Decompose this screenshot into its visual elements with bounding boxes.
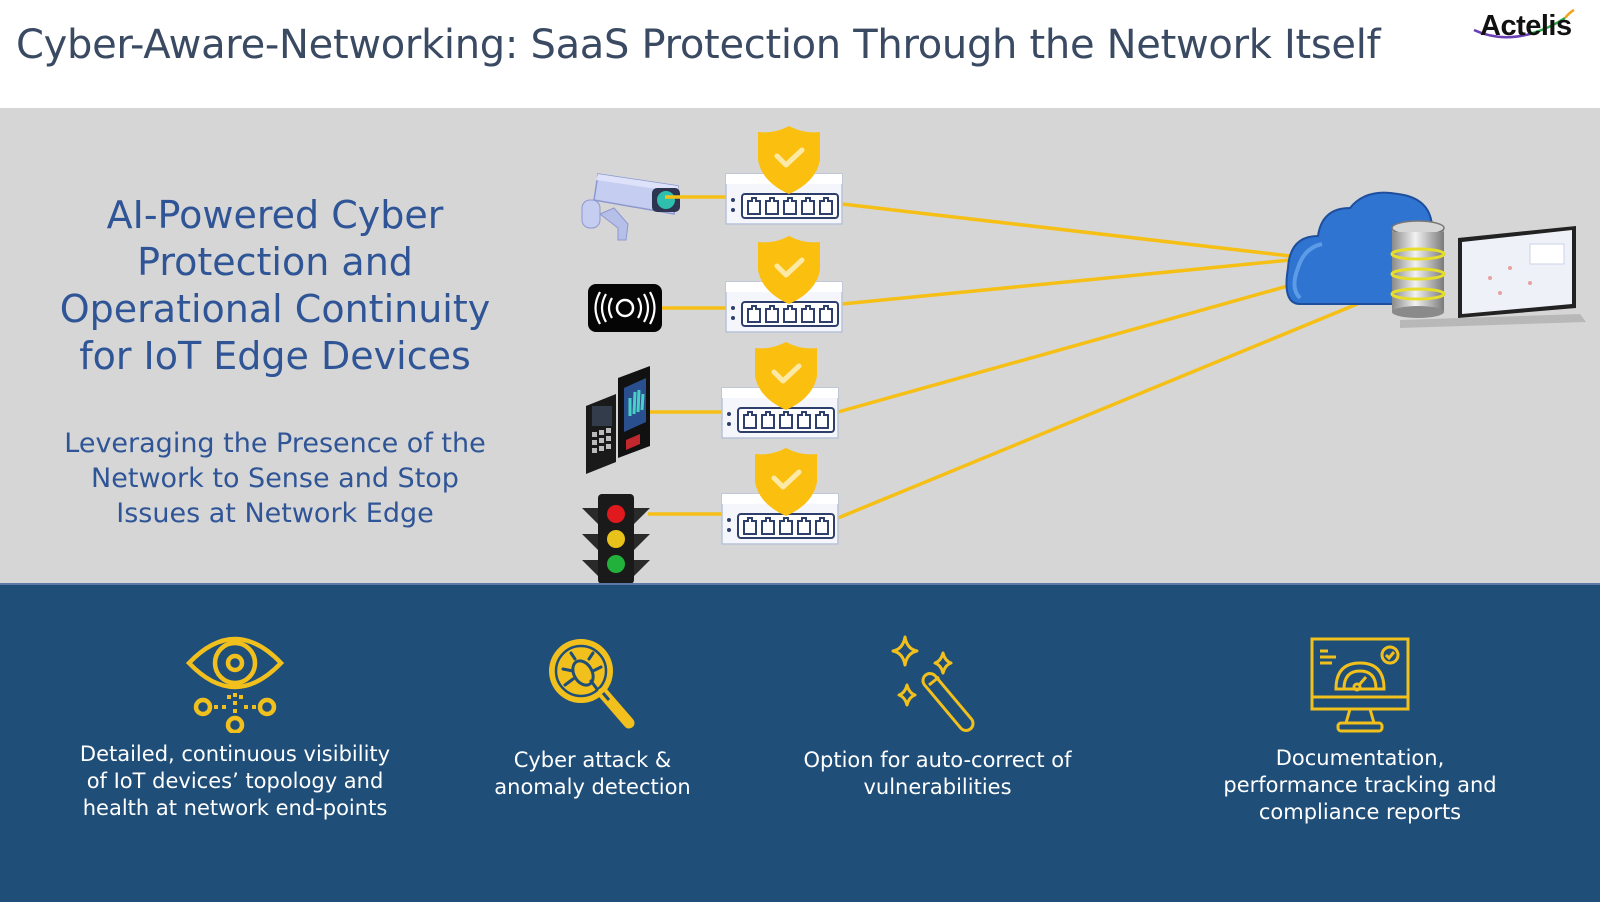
logo-text: Actelis — [1480, 10, 1572, 42]
headline-line: for IoT Edge Devices — [79, 334, 471, 378]
monitor-gauge-icon — [1310, 637, 1410, 733]
uplink-lines — [837, 202, 1363, 520]
sensor-icon — [588, 284, 662, 332]
subheadline-line: Leveraging the Presence of the — [64, 428, 486, 459]
feature-text-line: Option for auto-correct of — [803, 748, 1072, 772]
feature-text-line: anomaly detection — [494, 775, 691, 799]
headline-line: Protection and — [137, 240, 413, 284]
feature-text-line: Cyber attack & — [513, 748, 672, 772]
headline: AI-Powered Cyber Protection and Operatio… — [30, 192, 520, 380]
uplink-line-2 — [841, 258, 1291, 306]
subheadline: Leveraging the Presence of the Network t… — [30, 426, 520, 531]
uplink-line-4 — [837, 300, 1363, 520]
header: Cyber-Aware-Networking: SaaS Protection … — [0, 0, 1600, 108]
uplink-line-3 — [837, 282, 1296, 414]
logo-swoosh-icon — [1473, 8, 1575, 39]
camera-icon — [581, 173, 680, 241]
feature-reporting: Documentation, performance tracking and … — [1190, 637, 1530, 826]
feature-text-line: performance tracking and — [1223, 773, 1497, 797]
subheadline-line: Network to Sense and Stop — [91, 463, 459, 494]
traffic-light-icon — [582, 494, 650, 583]
feature-text-line: health at network end-points — [82, 796, 388, 820]
magic-wand-icon — [891, 635, 974, 732]
eye-network-icon — [185, 636, 285, 733]
database-icon — [1390, 220, 1446, 318]
feature-anomaly-detection: Cyber attack & anomaly detection — [450, 635, 735, 801]
feature-text-line: of IoT devices’ topology and — [86, 769, 384, 793]
feature-text-line: compliance reports — [1258, 800, 1462, 824]
feature-text-line: Detailed, continuous visibility — [79, 742, 391, 766]
bug-search-icon — [548, 639, 634, 729]
subheadline-line: Issues at Network Edge — [116, 498, 434, 529]
laptop-icon — [1400, 226, 1586, 328]
feature-auto-correct: Option for auto-correct of vulnerabiliti… — [770, 635, 1105, 801]
headline-line: Operational Continuity — [59, 287, 491, 331]
feature-text-line: vulnerabilities — [863, 775, 1012, 799]
feature-text-line: Documentation, — [1275, 746, 1445, 770]
features-band: Detailed, continuous visibility of IoT d… — [0, 583, 1600, 902]
feature-visibility: Detailed, continuous visibility of IoT d… — [60, 629, 410, 822]
uplink-line-1 — [841, 202, 1291, 258]
actelis-logo: Actelis — [1470, 6, 1595, 46]
page-title: Cyber-Aware-Networking: SaaS Protection … — [16, 22, 1381, 68]
network-diagram — [581, 108, 1586, 583]
headline-line: AI-Powered Cyber — [106, 193, 444, 237]
keypad-icon — [586, 366, 650, 474]
diagram-panel: AI-Powered Cyber Protection and Operatio… — [0, 108, 1600, 583]
